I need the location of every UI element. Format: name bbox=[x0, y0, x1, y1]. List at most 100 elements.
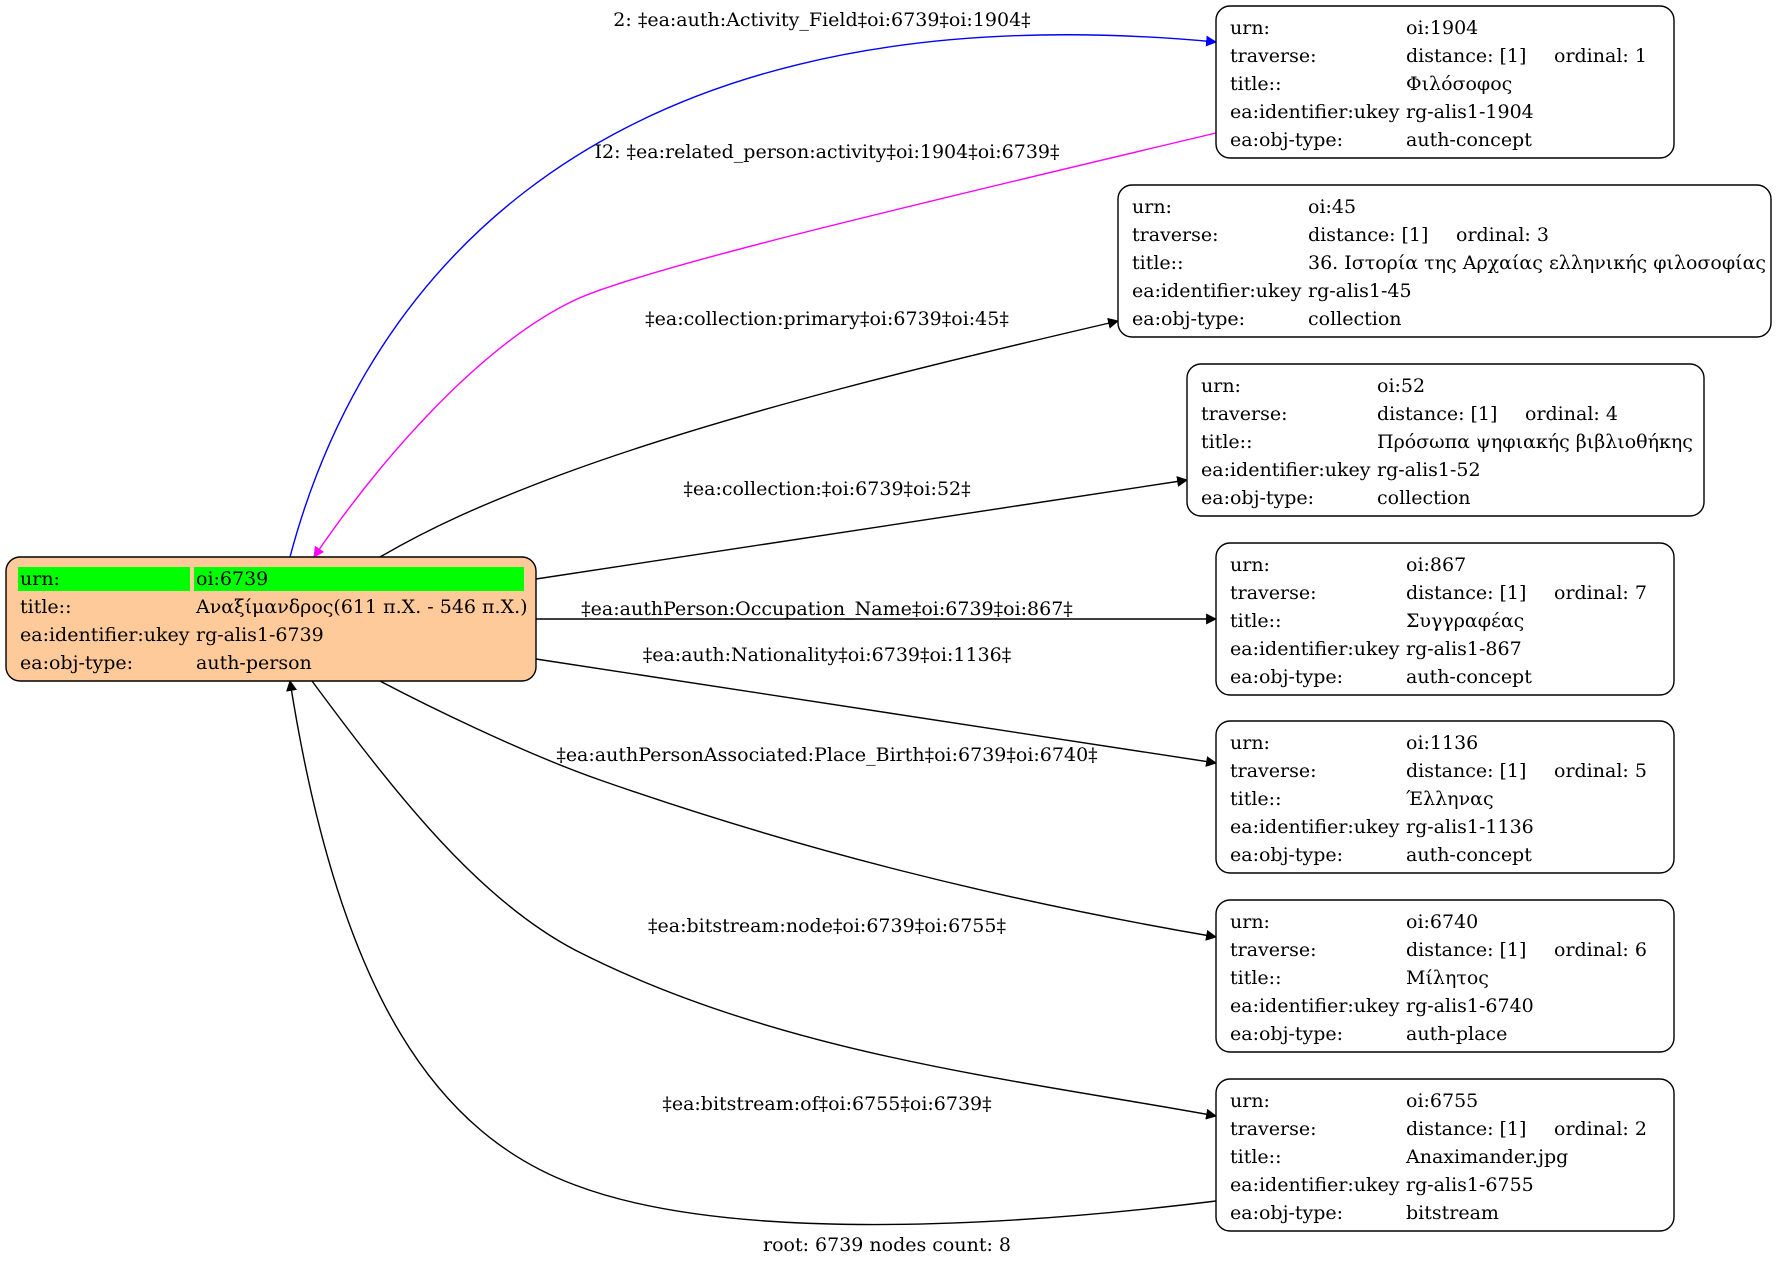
row-ea-obj-type-value: auth-place bbox=[1406, 1023, 1507, 1045]
row-traverse-ordinal: ordinal: 5 bbox=[1554, 760, 1647, 782]
edges-layer bbox=[286, 34, 1218, 1226]
row-title-value: Συγγραφέας bbox=[1406, 610, 1524, 632]
row-traverse-value: distance: [1] bbox=[1406, 582, 1526, 604]
urn-key-highlight bbox=[18, 567, 190, 591]
row-title-value: 36. Ιστορία της Αρχαίας ελληνικής φιλοσο… bbox=[1308, 252, 1766, 274]
row-urn-key: urn: bbox=[1132, 196, 1172, 218]
row-ea-identifier-ukey-key: ea:identifier:ukey bbox=[20, 624, 190, 646]
row-ea-identifier-ukey-key: ea:identifier:ukey bbox=[1230, 816, 1400, 838]
row-ea-identifier-ukey-key: ea:identifier:ukey bbox=[1201, 459, 1371, 481]
row-title-key: title:: bbox=[1230, 967, 1281, 989]
row-ea-obj-type-value: bitstream bbox=[1406, 1202, 1499, 1224]
row-urn-key: urn: bbox=[20, 568, 60, 590]
edge-oi-1904-to-oi-6739 bbox=[313, 132, 1217, 558]
row-urn-value: oi:52 bbox=[1377, 375, 1425, 397]
row-ea-identifier-ukey-value: rg-alis1-867 bbox=[1406, 638, 1522, 660]
node-box bbox=[1215, 1078, 1675, 1232]
row-traverse-value: distance: [1] bbox=[1308, 224, 1428, 246]
row-title-value: Αναξίμανδρος(611 π.Χ. - 546 π.Χ.) bbox=[195, 596, 528, 618]
row-title-key: title:: bbox=[1230, 788, 1281, 810]
edge-oi-6739-to-oi-6755 bbox=[311, 680, 1218, 1120]
row-ea-identifier-ukey-key: ea:identifier:ukey bbox=[1132, 280, 1302, 302]
row-traverse-value: distance: [1] bbox=[1406, 45, 1526, 67]
edge-oi-6739-to-oi-6740 bbox=[379, 680, 1218, 941]
row-traverse-ordinal: ordinal: 6 bbox=[1554, 939, 1647, 961]
row-ea-identifier-ukey-value: rg-alis1-52 bbox=[1377, 459, 1481, 481]
row-ea-identifier-ukey-value: rg-alis1-6739 bbox=[196, 624, 324, 646]
row-traverse-key: traverse: bbox=[1230, 582, 1317, 604]
row-traverse-ordinal: ordinal: 1 bbox=[1554, 45, 1647, 67]
row-urn-value: oi:867 bbox=[1406, 554, 1466, 576]
row-ea-obj-type-value: collection bbox=[1377, 487, 1471, 509]
row-urn-key: urn: bbox=[1230, 17, 1270, 39]
node-oi-1904[interactable]: urn: oi:1904 traverse: distance: [1] ordinal… bbox=[1215, 5, 1675, 159]
row-traverse-value: distance: [1] bbox=[1406, 1118, 1526, 1140]
row-title-key: title:: bbox=[1230, 1146, 1281, 1168]
edge-oi-6739-to-oi-45 bbox=[379, 317, 1120, 558]
row-traverse-value: distance: [1] bbox=[1406, 760, 1526, 782]
row-ea-identifier-ukey-value: rg-alis1-1136 bbox=[1406, 816, 1534, 838]
edge-oi-6739-to-oi-52-label: ‡ea:collection:‡oi:6739‡oi:52‡ bbox=[683, 478, 970, 500]
row-ea-identifier-ukey-key: ea:identifier:ukey bbox=[1230, 101, 1400, 123]
row-ea-identifier-ukey-value: rg-alis1-6740 bbox=[1406, 995, 1534, 1017]
edge-oi-6739-to-oi-1136 bbox=[535, 658, 1218, 767]
edge-oi-1904-to-oi-6739-label: I2: ‡ea:related_person:activity‡oi:1904‡… bbox=[595, 141, 1060, 163]
row-traverse-key: traverse: bbox=[1230, 939, 1317, 961]
row-ea-identifier-ukey-key: ea:identifier:ukey bbox=[1230, 1174, 1400, 1196]
row-ea-obj-type-value: auth-concept bbox=[1406, 666, 1532, 688]
row-urn-key: urn: bbox=[1230, 554, 1270, 576]
edge-oi-6739-to-oi-52 bbox=[535, 476, 1189, 580]
row-ea-identifier-ukey-key: ea:identifier:ukey bbox=[1230, 638, 1400, 660]
row-ea-obj-type-key: ea:obj-type: bbox=[1230, 1202, 1343, 1224]
row-ea-obj-type-value: auth-person bbox=[196, 652, 312, 674]
row-ea-identifier-ukey-value: rg-alis1-6755 bbox=[1406, 1174, 1534, 1196]
row-ea-obj-type-key: ea:obj-type: bbox=[20, 652, 133, 674]
row-title-value: Φιλόσοφος bbox=[1406, 73, 1512, 95]
row-title-value: Μίλητος bbox=[1406, 967, 1489, 989]
row-title-key: title:: bbox=[1132, 252, 1183, 274]
row-urn-value: oi:6755 bbox=[1406, 1090, 1478, 1112]
edge-oi-6739-to-oi-1904-label: 2: ‡ea:auth:Activity_Field‡oi:6739‡oi:19… bbox=[613, 9, 1030, 31]
edge-oi-6739-to-oi-1904 bbox=[289, 34, 1218, 558]
row-traverse-ordinal: ordinal: 7 bbox=[1554, 582, 1647, 604]
row-ea-obj-type-key: ea:obj-type: bbox=[1132, 308, 1245, 330]
row-urn-value: oi:6739 bbox=[196, 568, 268, 590]
row-ea-obj-type-key: ea:obj-type: bbox=[1230, 1023, 1343, 1045]
row-ea-obj-type-value: collection bbox=[1308, 308, 1402, 330]
row-urn-value: oi:6740 bbox=[1406, 911, 1478, 933]
row-traverse-ordinal: ordinal: 2 bbox=[1554, 1118, 1647, 1140]
urn-value-highlight bbox=[194, 567, 524, 591]
row-traverse-ordinal: ordinal: 4 bbox=[1525, 403, 1618, 425]
row-title-value: Anaximander.jpg bbox=[1405, 1146, 1568, 1168]
row-title-key: title:: bbox=[20, 596, 71, 618]
row-title-key: title:: bbox=[1201, 431, 1252, 453]
row-ea-identifier-ukey-key: ea:identifier:ukey bbox=[1230, 995, 1400, 1017]
row-title-key: title:: bbox=[1230, 73, 1281, 95]
row-ea-obj-type-key: ea:obj-type: bbox=[1230, 129, 1343, 151]
row-urn-key: urn: bbox=[1230, 732, 1270, 754]
row-traverse-key: traverse: bbox=[1201, 403, 1288, 425]
node-box bbox=[1215, 5, 1675, 159]
row-traverse-key: traverse: bbox=[1230, 45, 1317, 67]
row-title-value: Έλληνας bbox=[1406, 788, 1494, 810]
row-urn-key: urn: bbox=[1230, 1090, 1270, 1112]
edge-oi-6755-to-oi-6739 bbox=[286, 679, 1217, 1226]
node-oi-867[interactable]: urn: oi:867 traverse: distance: [1] ordinal:… bbox=[1215, 542, 1675, 696]
row-urn-value: oi:1904 bbox=[1406, 17, 1478, 39]
row-traverse-key: traverse: bbox=[1230, 1118, 1317, 1140]
row-traverse-key: traverse: bbox=[1132, 224, 1219, 246]
row-urn-key: urn: bbox=[1201, 375, 1241, 397]
row-title-value: Πρόσωπα ψηφιακής βιβλιοθήκης bbox=[1377, 431, 1693, 453]
edge-oi-6739-to-oi-867-label: ‡ea:authPerson:Occupation_Name‡oi:6739‡o… bbox=[581, 598, 1073, 620]
node-box bbox=[1215, 720, 1675, 874]
row-ea-obj-type-value: auth-concept bbox=[1406, 129, 1532, 151]
row-ea-obj-type-key: ea:obj-type: bbox=[1230, 666, 1343, 688]
node-oi-6755[interactable]: urn: oi:6755 traverse: distance: [1] ordinal… bbox=[1215, 1078, 1675, 1232]
row-ea-identifier-ukey-value: rg-alis1-45 bbox=[1308, 280, 1412, 302]
